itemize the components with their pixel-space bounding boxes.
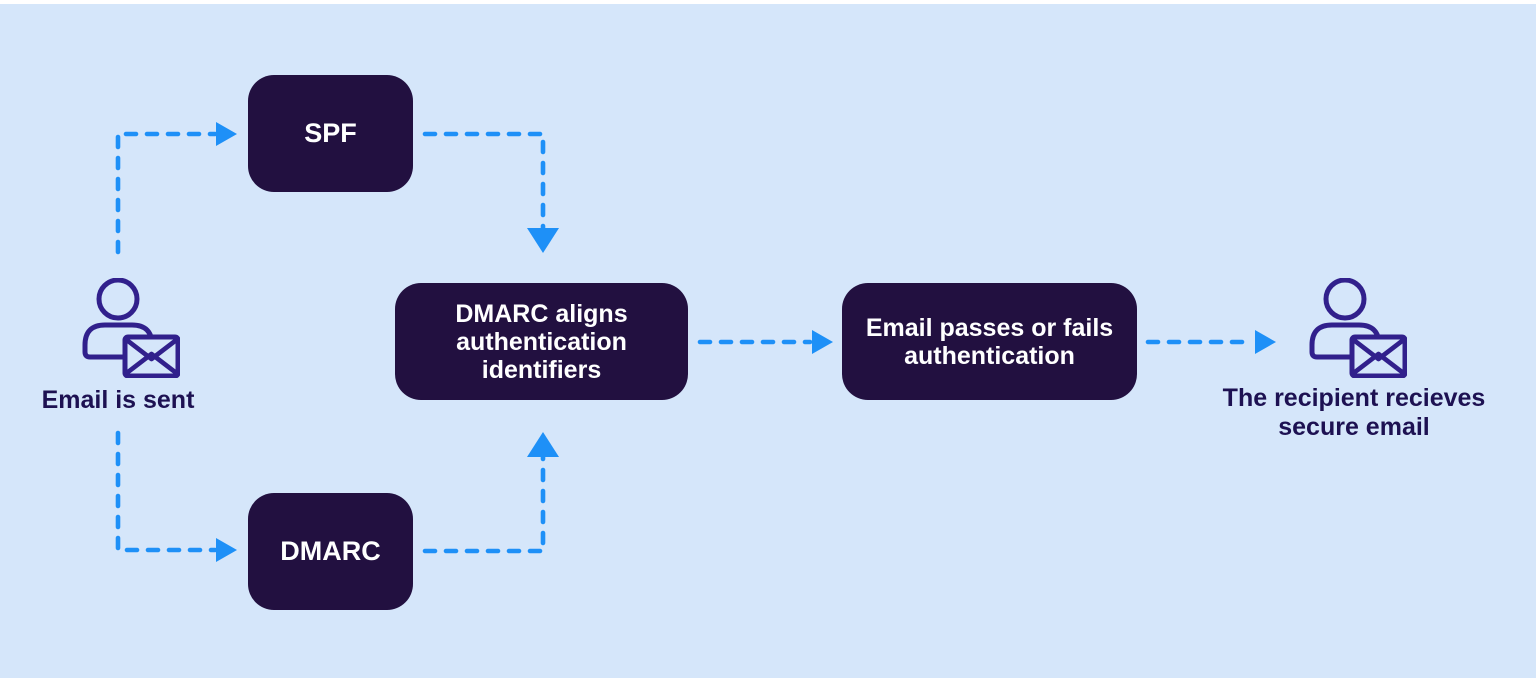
sender-caption: Email is sent: [41, 386, 195, 414]
node-spf-label: SPF: [304, 118, 357, 148]
arrowhead-sender-to-dmarc: [216, 538, 237, 562]
arrow-dmarc-to-aligns: [422, 454, 546, 554]
arrowhead-spf-to-aligns: [527, 228, 559, 253]
arrow-sender-to-spf: [115, 131, 218, 255]
person-head: [96, 278, 140, 321]
node-dmarc-aligns-label: DMARC aligns authentication identifiers: [455, 299, 628, 384]
person-head: [1323, 278, 1367, 321]
envelope-flap: [1352, 338, 1405, 375]
arrowhead-sender-to-spf: [216, 122, 237, 146]
arrow-sender-to-dmarc: [115, 430, 218, 553]
node-email-passes-label: Email passes or fails authentication: [865, 313, 1114, 370]
node-email-passes: Email passes or fails authentication: [842, 283, 1137, 400]
arrowhead-passes-to-recipient: [1255, 330, 1276, 354]
sender-person-envelope-icon: [82, 278, 180, 378]
page-edge-bottom: [0, 678, 1536, 686]
arrowhead-aligns-to-passes: [812, 330, 833, 354]
node-spf: SPF: [248, 75, 413, 192]
envelope-icon: [1349, 334, 1407, 378]
arrow-spf-to-aligns: [422, 131, 546, 231]
node-dmarc-label: DMARC: [280, 536, 381, 566]
recipient-caption: The recipient recieves secure email: [1222, 384, 1486, 441]
node-dmarc: DMARC: [248, 493, 413, 610]
recipient-person-envelope-icon: [1309, 278, 1407, 378]
arrowhead-dmarc-to-aligns: [527, 432, 559, 457]
envelope-icon: [122, 334, 180, 378]
envelope-flap: [125, 338, 178, 375]
page-edge-top: [0, 0, 1536, 4]
node-dmarc-aligns: DMARC aligns authentication identifiers: [395, 283, 688, 400]
